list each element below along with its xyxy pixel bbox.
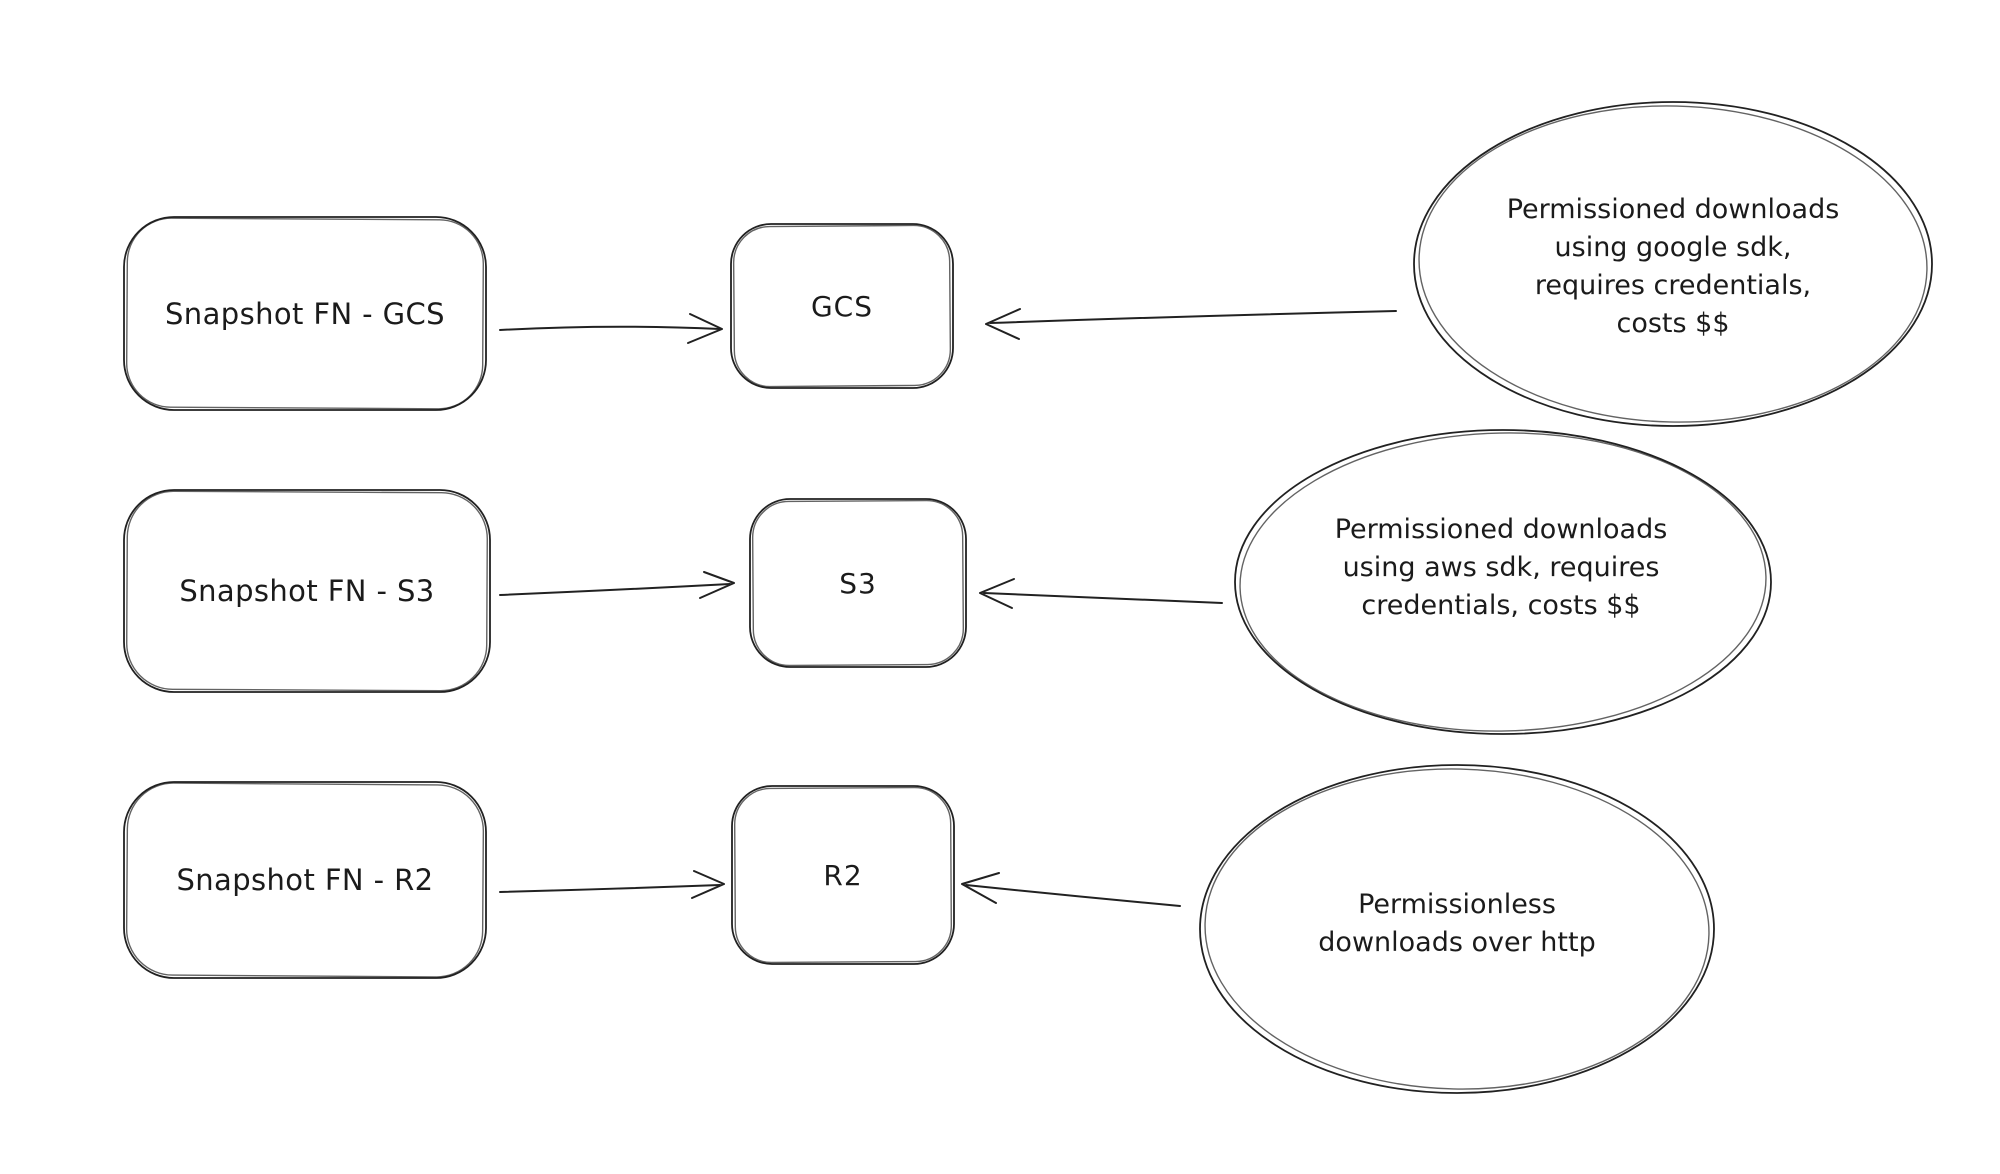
gcs-note-ellipse	[1413, 101, 1933, 427]
r2-note-ellipse	[1199, 764, 1715, 1094]
arrow-note-to-s3	[979, 578, 1223, 609]
arrow-snapshot-to-r2	[499, 870, 725, 899]
gcs-storage-box	[730, 223, 954, 389]
r2-storage-box	[731, 785, 955, 965]
snapshot-fn-s3-box	[123, 489, 491, 693]
s3-storage-box	[749, 498, 967, 668]
arrow-snapshot-to-gcs	[499, 313, 723, 344]
arrow-snapshot-to-s3	[499, 571, 735, 599]
snapshot-fn-r2-box	[123, 781, 487, 979]
snapshot-fn-gcs-box	[123, 216, 487, 411]
arrow-note-to-r2	[961, 872, 1181, 907]
arrow-note-to-gcs	[985, 308, 1397, 340]
s3-note-ellipse	[1234, 429, 1772, 735]
